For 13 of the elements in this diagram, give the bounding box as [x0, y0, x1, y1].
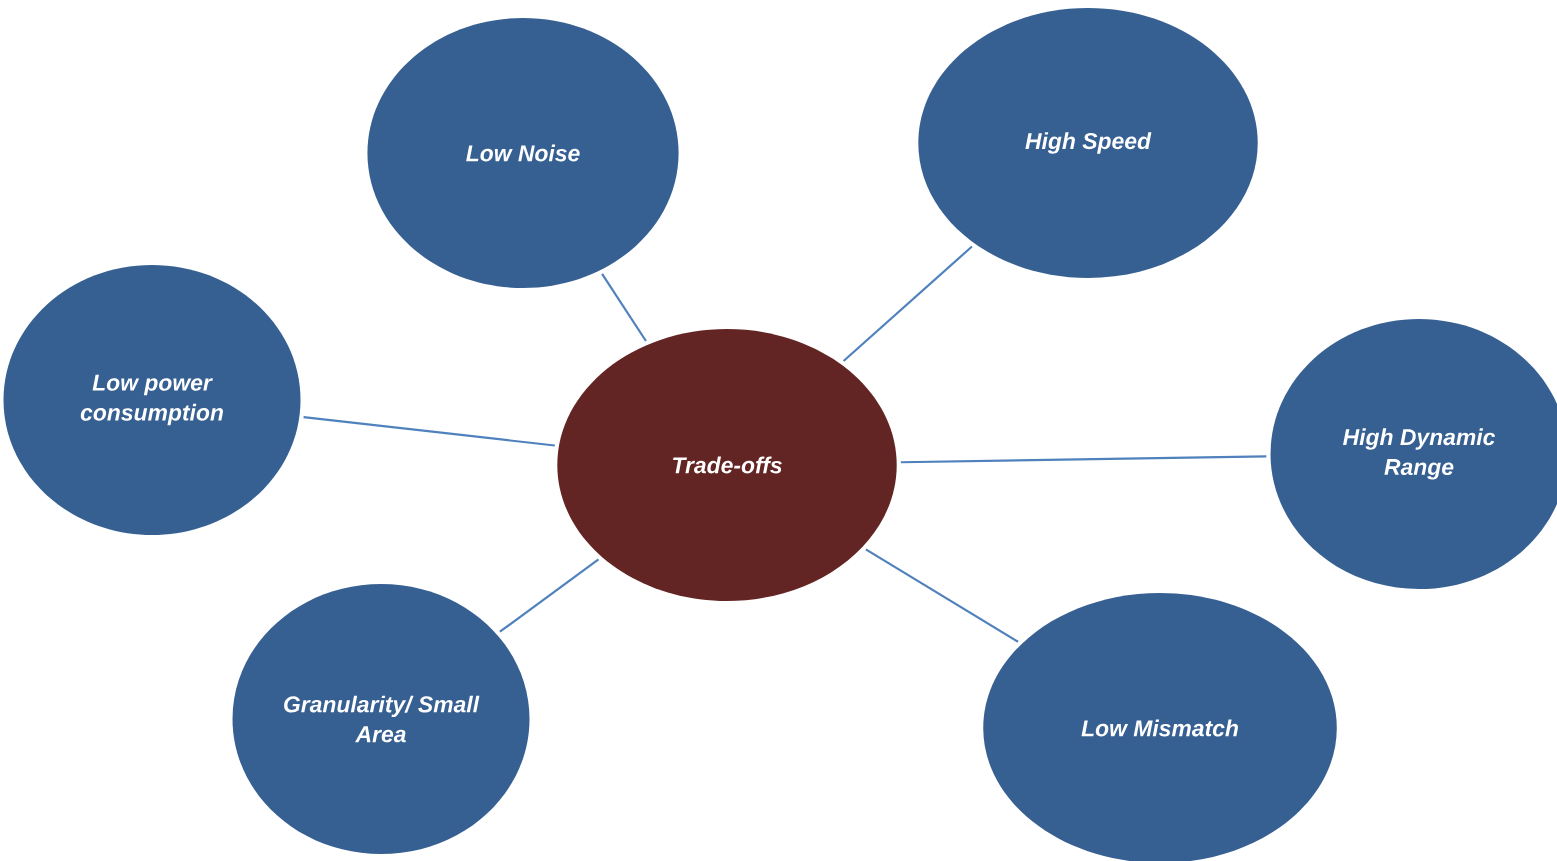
- bubble: High Speed: [918, 8, 1258, 278]
- connector-line: [842, 245, 973, 362]
- bubble: Low Noise: [367, 18, 679, 288]
- connector-line: [601, 273, 647, 342]
- center-bubble: Trade-offs: [557, 329, 897, 601]
- bubble: Low power consumption: [3, 265, 301, 535]
- bubble: Granularity/ Small Area: [232, 584, 530, 854]
- connector-line: [303, 416, 555, 447]
- connector-line: [865, 548, 1019, 643]
- bubble: High Dynamic Range: [1270, 319, 1557, 589]
- connector-line: [900, 455, 1267, 464]
- connector-line: [499, 558, 600, 633]
- bubble: Low Mismatch: [983, 593, 1337, 861]
